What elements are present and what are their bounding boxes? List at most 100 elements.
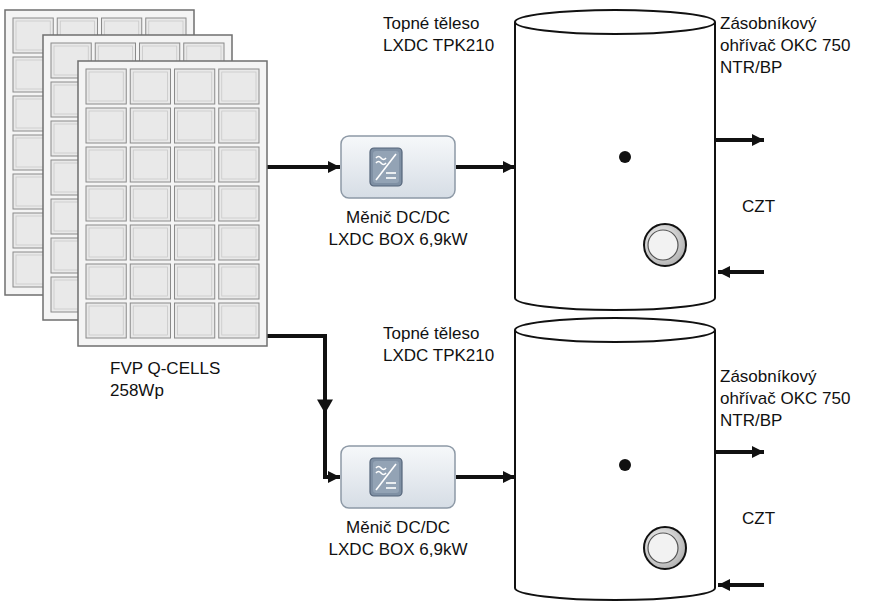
pv-cell <box>175 303 215 338</box>
power-line <box>456 165 515 169</box>
converter-housing <box>341 446 455 508</box>
node-caption: Zásobníkový ohřívač OKC 750 NTR/BP <box>720 366 876 432</box>
dc-dc-converter: Měnič DC/DC LXDC BOX 6,9kW <box>340 445 456 509</box>
pv-cell <box>86 147 126 182</box>
pv-cell-inner <box>222 72 256 101</box>
pv-cell <box>219 303 259 338</box>
pv-cell <box>130 108 170 143</box>
pv-cell <box>86 186 126 221</box>
pv-panel <box>78 61 267 346</box>
pv-cell <box>219 225 259 260</box>
flange <box>644 224 686 266</box>
dc-dc-icon <box>370 148 402 186</box>
pv-cell <box>130 264 170 299</box>
sensor-dot <box>619 151 631 163</box>
dc-dc-icon <box>370 458 402 496</box>
pv-cell <box>219 108 259 143</box>
network-label: CZT <box>742 508 775 530</box>
pv-cell <box>86 225 126 260</box>
panel-frame <box>5 10 194 295</box>
pv-cell-inner <box>133 306 167 335</box>
flange <box>644 527 686 569</box>
pv-cell <box>130 186 170 221</box>
pv-cell-inner <box>178 150 212 179</box>
pv-cell <box>130 303 170 338</box>
node-title: Měnič DC/DC LXDC BOX 6,9kW <box>323 517 473 561</box>
tank-body <box>515 10 715 310</box>
pv-cell <box>86 69 126 104</box>
pv-cell <box>219 69 259 104</box>
pv-cell-inner <box>178 72 212 101</box>
power-line <box>267 336 340 477</box>
pv-cell <box>175 264 215 299</box>
pipe-out <box>716 138 764 142</box>
pv-cell <box>130 69 170 104</box>
pv-shape <box>5 10 267 346</box>
conv-shape <box>340 445 456 509</box>
pv-cell-inner <box>89 150 123 179</box>
pv-cell-inner <box>133 189 167 218</box>
pv-cell-inner <box>133 111 167 140</box>
pv-cell-inner <box>178 267 212 296</box>
node-title: Topné těleso LXDC TPK210 <box>383 323 511 367</box>
pv-panel-array: FVP Q-CELLS 258Wp <box>5 10 267 346</box>
storage-heater: Topné těleso LXDC TPK210Zásobníkový ohří… <box>515 10 715 310</box>
pv-cell-inner <box>133 228 167 257</box>
flow-arrow <box>317 400 333 414</box>
panel-frame <box>43 35 232 320</box>
dc-dc-converter: Měnič DC/DC LXDC BOX 6,9kW <box>340 135 456 199</box>
pv-cell-inner <box>178 189 212 218</box>
flange-inner <box>648 230 678 260</box>
tank-body <box>515 318 715 600</box>
pv-cell-inner <box>133 267 167 296</box>
flange-inner <box>648 533 678 563</box>
pv-cell-inner <box>133 150 167 179</box>
node-title: Měnič DC/DC LXDC BOX 6,9kW <box>323 207 473 251</box>
pv-cell-inner <box>222 267 256 296</box>
pv-cell <box>86 108 126 143</box>
pv-cell <box>219 147 259 182</box>
pv-cell-inner <box>89 267 123 296</box>
pv-cell <box>86 264 126 299</box>
pv-cell <box>175 186 215 221</box>
pv-cell-inner <box>222 150 256 179</box>
node-caption: Zásobníkový ohřívač OKC 750 NTR/BP <box>720 13 876 79</box>
pv-cell <box>219 264 259 299</box>
pipe-in <box>718 270 764 274</box>
pipe-out <box>716 450 764 454</box>
tank-top <box>515 22 715 34</box>
tank-shape <box>515 318 715 600</box>
pv-cell <box>175 108 215 143</box>
pv-cell-inner <box>178 228 212 257</box>
pv-cell <box>175 69 215 104</box>
node-title: Topné těleso LXDC TPK210 <box>383 13 511 57</box>
pv-cell-inner <box>89 306 123 335</box>
pv-cell-inner <box>222 228 256 257</box>
pv-cell-inner <box>89 72 123 101</box>
pv-cell-inner <box>222 189 256 218</box>
pv-cell <box>175 147 215 182</box>
pv-cell <box>86 303 126 338</box>
pv-cell-inner <box>178 306 212 335</box>
storage-heater: Topné těleso LXDC TPK210Zásobníkový ohří… <box>515 318 715 600</box>
power-line <box>456 475 515 479</box>
panel-frame <box>78 61 267 346</box>
pv-cell <box>219 186 259 221</box>
tank-top <box>515 330 715 342</box>
pv-cell-inner <box>178 111 212 140</box>
converter-housing <box>341 136 455 198</box>
pv-panel <box>5 10 194 295</box>
pv-cell-inner <box>89 111 123 140</box>
pv-cell-inner <box>89 189 123 218</box>
conv-shape <box>340 135 456 199</box>
tank-shape <box>515 10 715 310</box>
pv-cell <box>175 225 215 260</box>
pipe-in <box>718 583 764 587</box>
node-title: FVP Q-CELLS 258Wp <box>110 358 250 402</box>
pv-cell-inner <box>133 72 167 101</box>
pv-cell-inner <box>222 111 256 140</box>
sensor-dot <box>619 459 631 471</box>
pv-panel <box>43 35 232 320</box>
pv-cell <box>130 147 170 182</box>
pv-cell <box>130 225 170 260</box>
